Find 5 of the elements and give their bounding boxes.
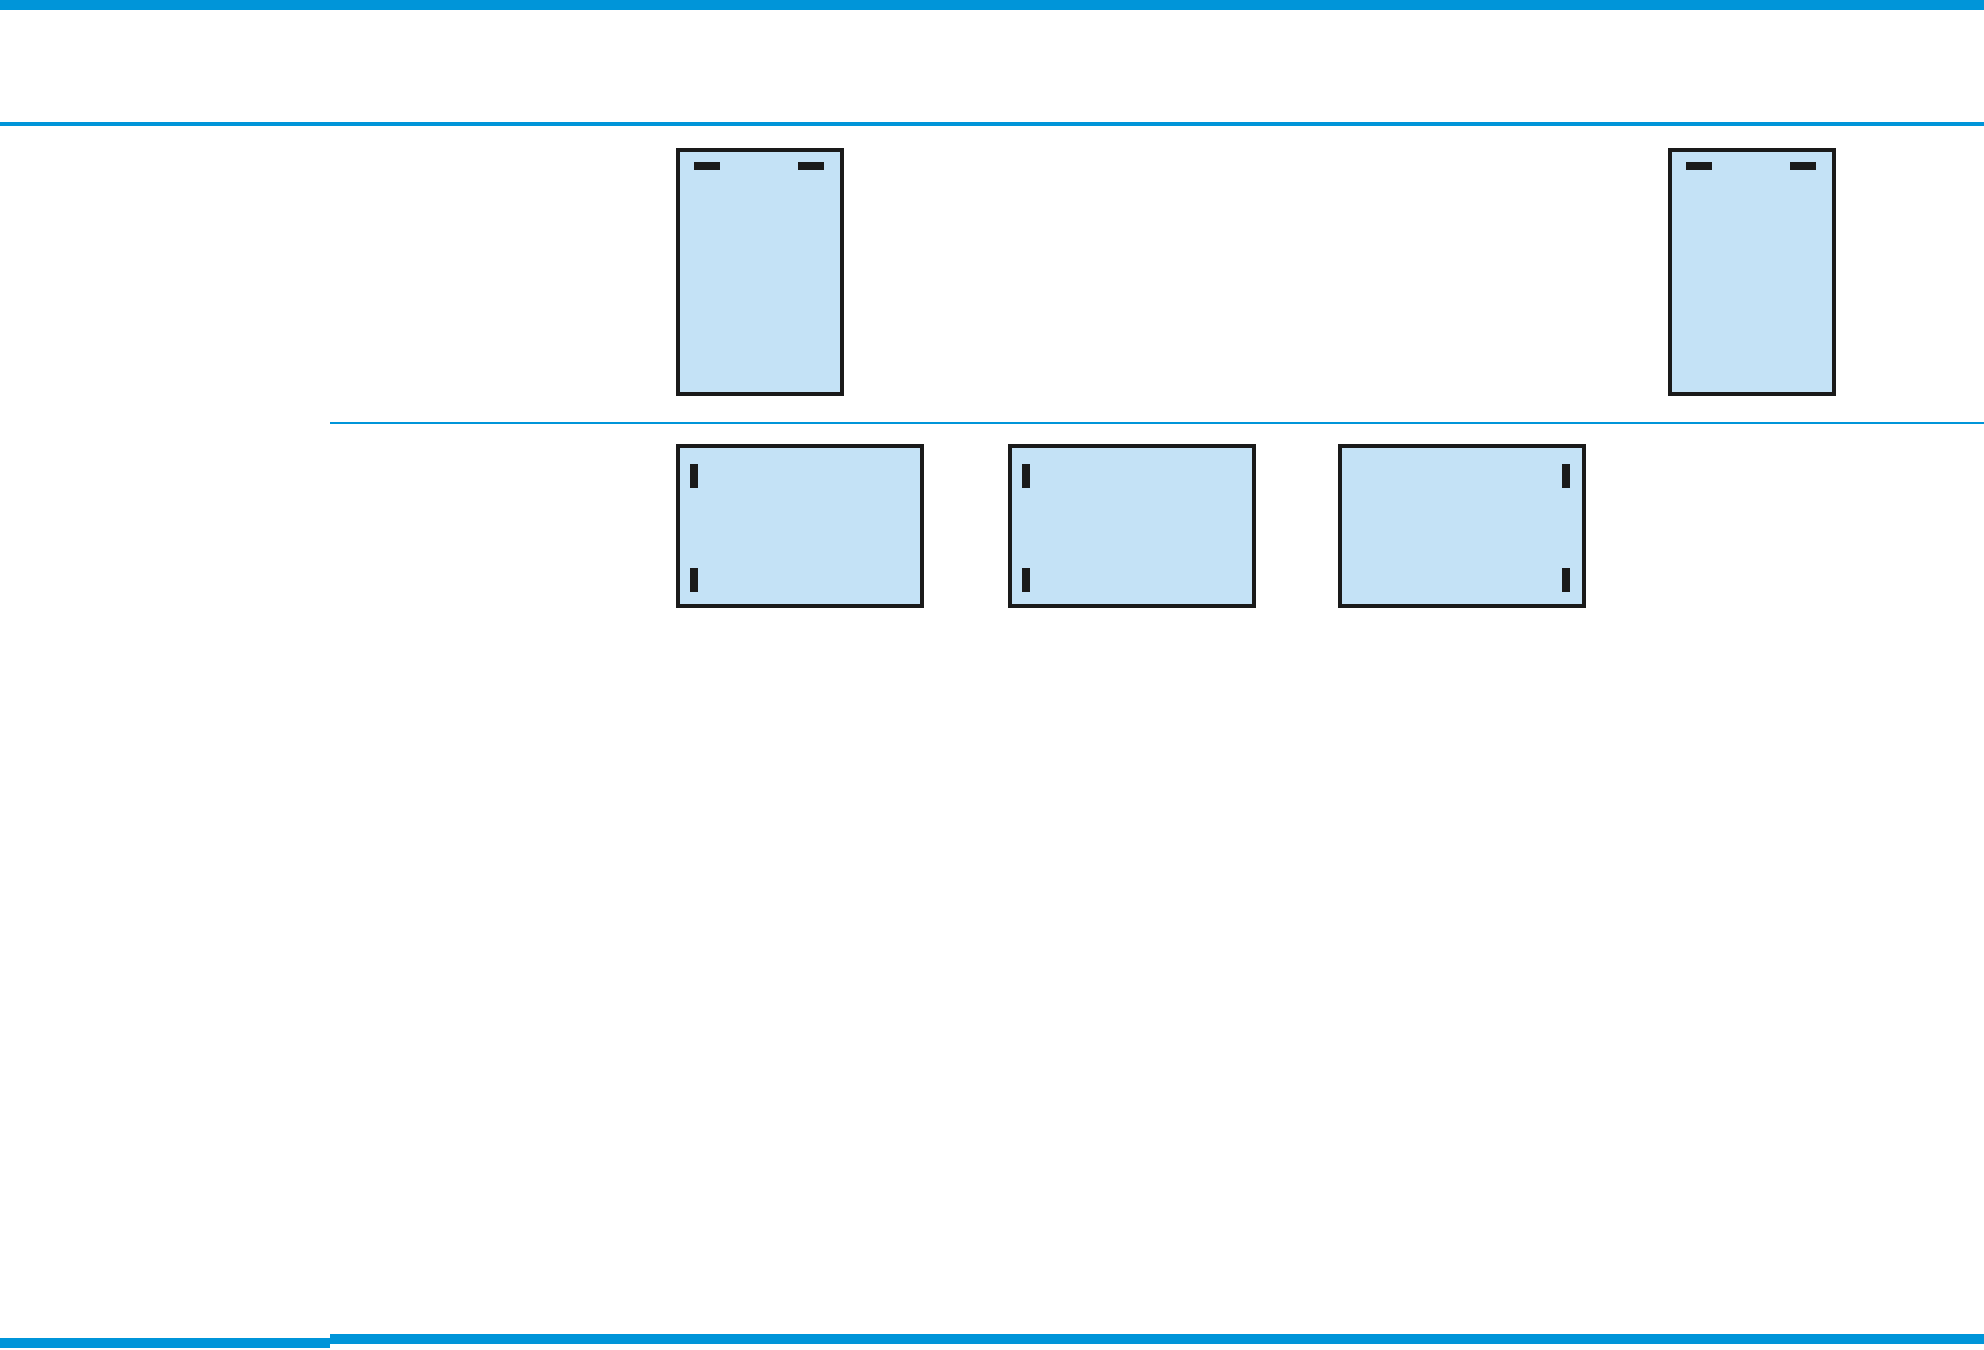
stapled-sheet-icon	[1668, 148, 1836, 396]
stapled-sheet-icon	[1338, 444, 1586, 608]
stapled-sheet-icon	[676, 148, 844, 396]
stapled-sheet-icon	[676, 444, 924, 608]
stapled-sheet-icon	[1008, 444, 1256, 608]
